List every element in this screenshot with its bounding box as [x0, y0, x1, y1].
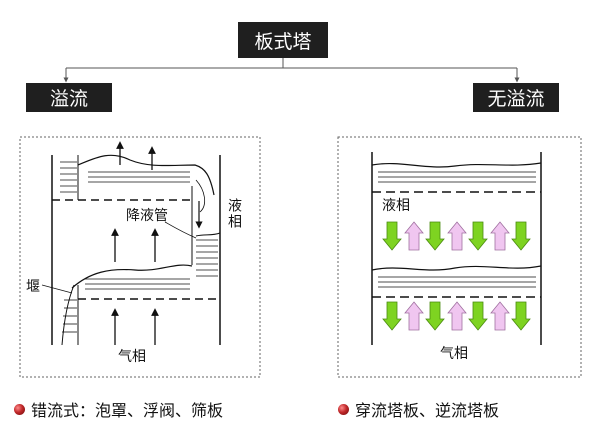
right-panel-frame [337, 136, 582, 378]
overflow-label: 溢流 [49, 88, 88, 110]
no-overflow-bullet-text: 穿流塔板、逆流塔板 [355, 401, 500, 420]
counter-flow-arrows [382, 221, 531, 331]
liquid-down-arrow-icon [511, 221, 531, 251]
tree-connectors [63, 58, 520, 83]
downcomer-label: 降液管 [126, 208, 168, 224]
liquid-down-arrow-icon [511, 301, 531, 331]
overflow-bullet-text: 错流式：泡罩、浮阀、筛板 [31, 401, 224, 420]
liquid-down-arrow-icon [468, 221, 488, 251]
bullet-icon [338, 403, 349, 415]
overflow-label-box: 溢流 [26, 83, 112, 112]
gas-up-arrow-icon [447, 301, 467, 331]
left-gas-label: 气相 [118, 349, 146, 365]
weir-label: 堰 [26, 279, 40, 295]
liquid-down-arrow-icon [382, 221, 402, 251]
cross-flow-tower [41, 154, 221, 346]
overflow-bullet-line: 错流式：泡罩、浮阀、筛板 [14, 397, 223, 421]
left-panel-frame [19, 136, 261, 378]
liquid-down-arrow-icon [425, 301, 445, 331]
liquid-down-arrow-icon [468, 301, 488, 331]
gas-up-arrow-icon [490, 221, 510, 251]
liquid-down-arrow-icon [382, 301, 402, 331]
left-liquid-label: 液相 [226, 198, 242, 230]
no-overflow-label: 无溢流 [487, 88, 545, 110]
bullet-icon [14, 403, 25, 415]
counter-flow-tower [371, 152, 542, 345]
no-overflow-label-box: 无溢流 [473, 83, 559, 112]
right-gas-label: 气相 [440, 346, 468, 362]
gas-up-arrow-icon [404, 221, 424, 251]
gas-up-arrow-icon [490, 301, 510, 331]
gas-up-arrow-icon [404, 301, 424, 331]
gas-flow-arrows [111, 141, 159, 345]
right-liquid-label: 液相 [382, 198, 410, 214]
gas-up-arrow-icon [447, 221, 467, 251]
liquid-down-arrow-icon [425, 221, 445, 251]
title-text: 板式塔 [254, 30, 312, 53]
no-overflow-bullet-line: 穿流塔板、逆流塔板 [338, 397, 499, 421]
title-box: 板式塔 [238, 22, 328, 58]
